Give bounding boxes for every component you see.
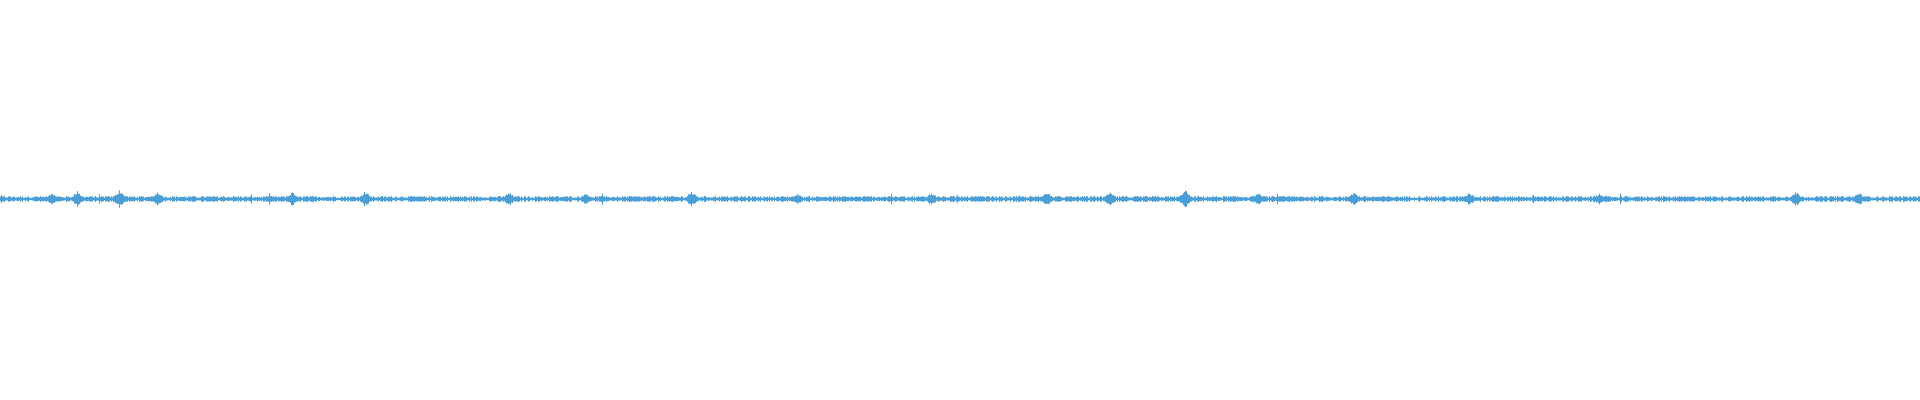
waveform-trace: [0, 190, 1920, 208]
